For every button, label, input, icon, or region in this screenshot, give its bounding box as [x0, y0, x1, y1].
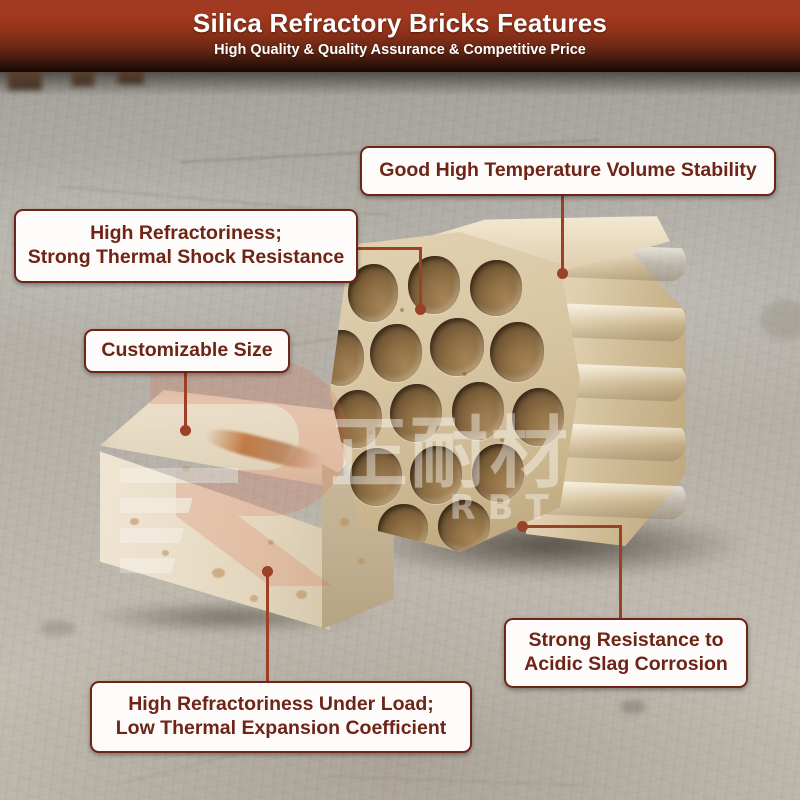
- checker-hole: [470, 260, 522, 316]
- rect-brick-speck: [182, 466, 190, 472]
- label-line: High Refractoriness;: [90, 222, 282, 245]
- label-line: Customizable Size: [101, 339, 273, 362]
- checker-hole: [452, 382, 504, 440]
- floor-blot-3: [40, 620, 76, 636]
- floor-blot-4: [760, 300, 800, 340]
- checker-hole: [350, 448, 402, 506]
- rect-brick-speck: [250, 595, 258, 602]
- header-banner: Silica Refractory Bricks Features High Q…: [0, 0, 800, 72]
- checker-hole: [410, 446, 462, 504]
- connector-acidic-slag-h: [522, 525, 622, 528]
- connector-dot-acidic-slag: [517, 521, 528, 532]
- connector-customizable-size: [184, 367, 187, 431]
- page-subtitle: High Quality & Quality Assurance & Compe…: [214, 42, 586, 58]
- checker-speck: [400, 308, 404, 312]
- checker-speck: [368, 430, 373, 435]
- floor-blot-1: [620, 700, 646, 714]
- connector-dot-good-high-temperature: [557, 268, 568, 279]
- checker-hole: [332, 390, 382, 448]
- connector-good-high-temperature: [561, 192, 564, 274]
- checker-hole: [472, 444, 524, 502]
- rect-brick-speck: [212, 568, 225, 578]
- label-line: Strong Resistance to: [528, 629, 724, 652]
- label-good-high-temperature-volume-stability[interactable]: Good High Temperature Volume Stability: [360, 146, 776, 196]
- checker-hole: [430, 318, 484, 376]
- rect-brick-speck: [162, 550, 169, 556]
- label-high-refractoriness-under-load[interactable]: High Refractoriness Under Load; Low Ther…: [90, 681, 472, 753]
- checker-hole: [390, 384, 442, 442]
- checker-hole: [512, 388, 564, 446]
- connector-dot-under-load: [262, 566, 273, 577]
- connector-under-load-v: [266, 571, 269, 681]
- label-customizable-size[interactable]: Customizable Size: [84, 329, 290, 373]
- rect-brick-speck: [296, 590, 307, 599]
- checker-hole: [378, 504, 428, 552]
- label-line: High Refractoriness Under Load;: [128, 693, 434, 716]
- rect-brick-speck: [130, 518, 139, 525]
- page-title: Silica Refractory Bricks Features: [192, 8, 608, 38]
- connector-high-refractoriness-h: [352, 247, 422, 250]
- label-line: Low Thermal Expansion Coefficient: [115, 717, 447, 739]
- connector-dot-high-refractoriness: [415, 304, 426, 315]
- checker-hole: [438, 500, 490, 552]
- checker-brick: [330, 216, 710, 562]
- rect-brick-speck: [358, 558, 365, 564]
- rect-brick-speck: [340, 518, 349, 526]
- checker-speck: [462, 372, 467, 376]
- connector-high-refractoriness-v: [419, 247, 422, 310]
- checker-brick-hole-face: [330, 232, 580, 552]
- label-strong-resistance-acidic-slag[interactable]: Strong Resistance to Acidic Slag Corrosi…: [504, 618, 748, 688]
- checker-hole: [490, 322, 544, 382]
- rect-brick-speck: [268, 540, 274, 545]
- checker-hole: [370, 324, 422, 382]
- label-line: Strong Thermal Shock Resistance: [27, 246, 345, 268]
- checker-speck: [500, 438, 504, 442]
- label-line: Acidic Slag Corrosion: [524, 653, 728, 675]
- connector-dot-customizable-size: [180, 425, 191, 436]
- label-line: Good High Temperature Volume Stability: [379, 159, 757, 182]
- connector-acidic-slag-v: [619, 525, 622, 618]
- label-high-refractoriness-thermal-shock[interactable]: High Refractoriness; Strong Thermal Shoc…: [14, 209, 358, 283]
